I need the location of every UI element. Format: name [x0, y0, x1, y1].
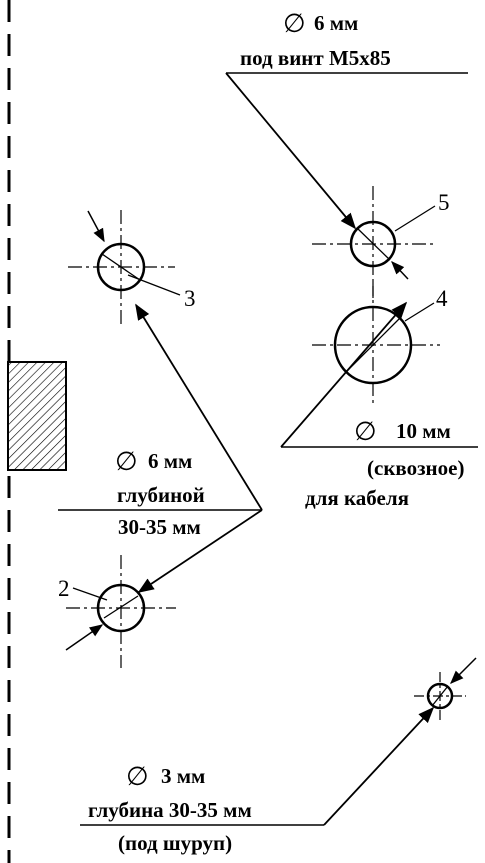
line3-holes23: 30-35 мм — [118, 515, 201, 539]
leader-to-hole-5 — [225, 72, 357, 230]
hole-5 — [312, 186, 436, 298]
hole-number-3: 3 — [184, 286, 196, 311]
size-screw: 3 мм — [161, 764, 205, 788]
diameter-symbol-screw: ∅ — [126, 762, 149, 792]
screw-hole — [414, 657, 477, 720]
note-hole5: под винт М5х85 — [240, 46, 391, 70]
line2-hole4: (сквозное) — [367, 456, 464, 480]
size-holes23: 6 мм — [148, 449, 192, 473]
hole-number-5: 5 — [438, 190, 450, 215]
hole-3 — [68, 210, 181, 325]
line2-screw: глубина 30-35 мм — [88, 798, 252, 822]
leader-to-hole-4 — [280, 301, 408, 448]
diameter-symbol-holes23: ∅ — [115, 447, 138, 477]
hole-number-4: 4 — [436, 286, 448, 311]
size-hole4: 10 мм — [396, 419, 451, 443]
size-hole5: 6 мм — [314, 11, 358, 35]
hatched-block — [7, 361, 67, 471]
leader-to-hole-2 — [137, 509, 263, 593]
diameter-symbol-hole5: ∅ — [283, 9, 306, 39]
diameter-symbol-hole4: ∅ — [354, 417, 377, 447]
leader-to-screw-hole — [323, 706, 435, 826]
hole-4 — [312, 282, 440, 406]
leader-to-hole-3 — [135, 303, 263, 511]
line3-hole4: для кабеля — [305, 486, 409, 510]
hole-2 — [65, 555, 176, 668]
hole-number-2: 2 — [58, 576, 70, 601]
line3-screw: (под шуруп) — [118, 831, 232, 855]
line2-holes23: глубиной — [117, 483, 205, 507]
